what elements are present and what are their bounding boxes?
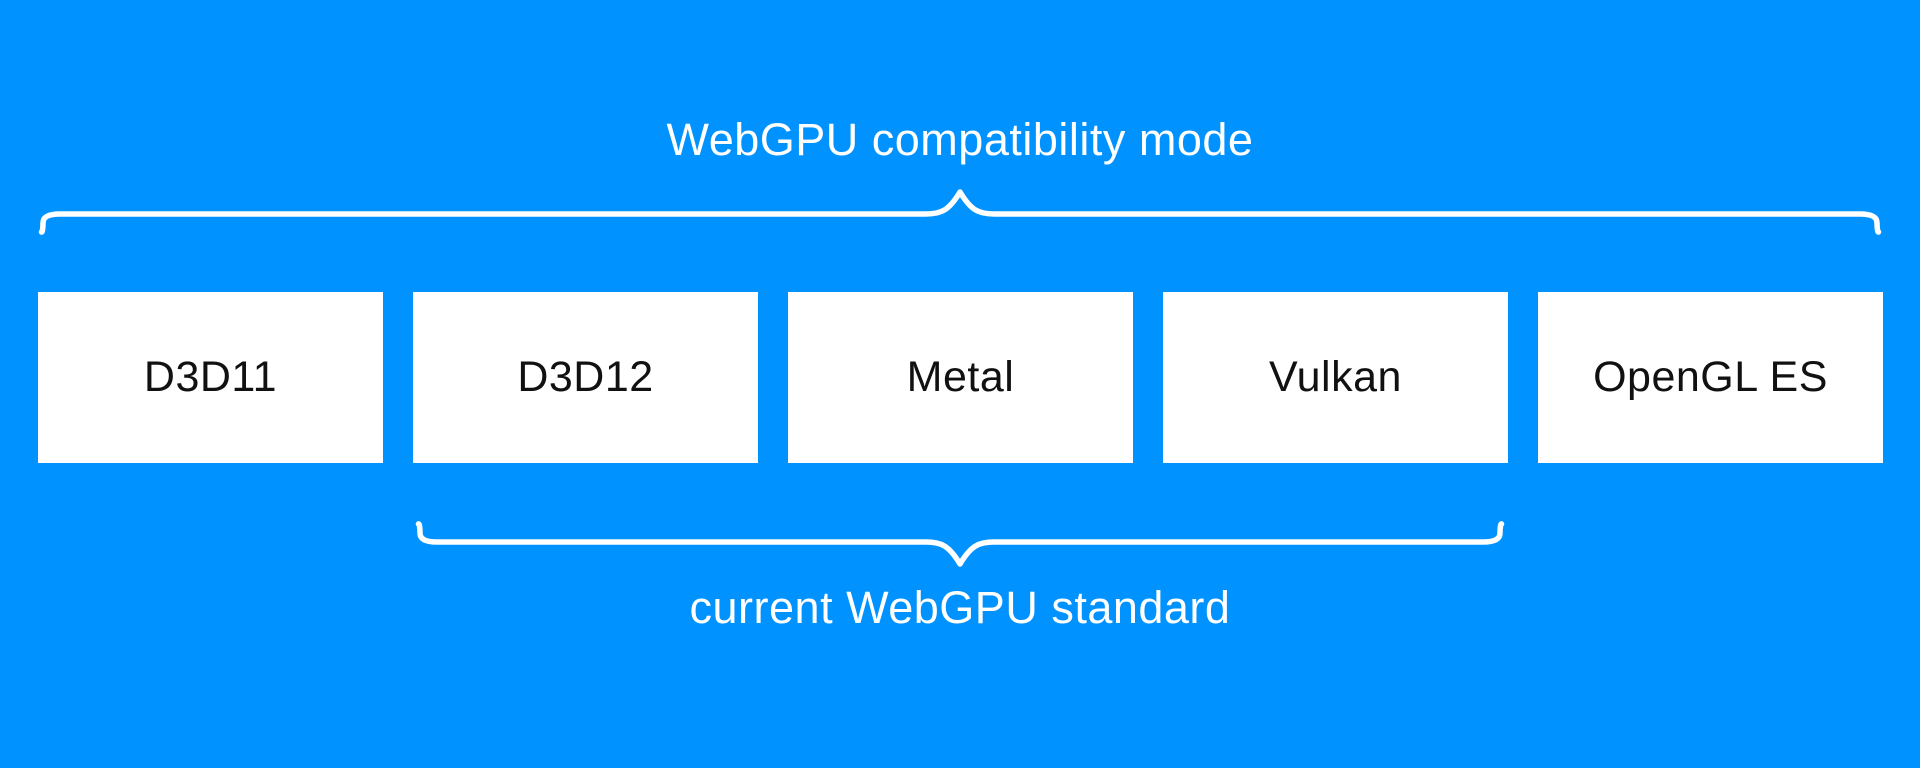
api-box-opengl-es: OpenGL ES [1538,292,1883,463]
api-box-vulkan: Vulkan [1163,292,1508,463]
top-brace-caption: WebGPU compatibility mode [666,114,1254,165]
api-box-label: Metal [906,353,1015,401]
api-box-metal: Metal [788,292,1133,463]
api-box-label: OpenGL ES [1593,353,1828,401]
api-box-label: D3D12 [517,353,654,401]
graphics-api-row: D3D11 D3D12 Metal Vulkan OpenGL ES [38,292,1883,463]
api-box-d3d12: D3D12 [413,292,758,463]
underbrace-current-standard [415,521,1505,567]
api-box-label: D3D11 [143,353,278,401]
api-box-d3d11: D3D11 [38,292,383,463]
api-box-label: Vulkan [1269,353,1402,401]
bottom-brace-caption: current WebGPU standard [689,582,1231,633]
overbrace-compatibility-mode [38,189,1882,235]
